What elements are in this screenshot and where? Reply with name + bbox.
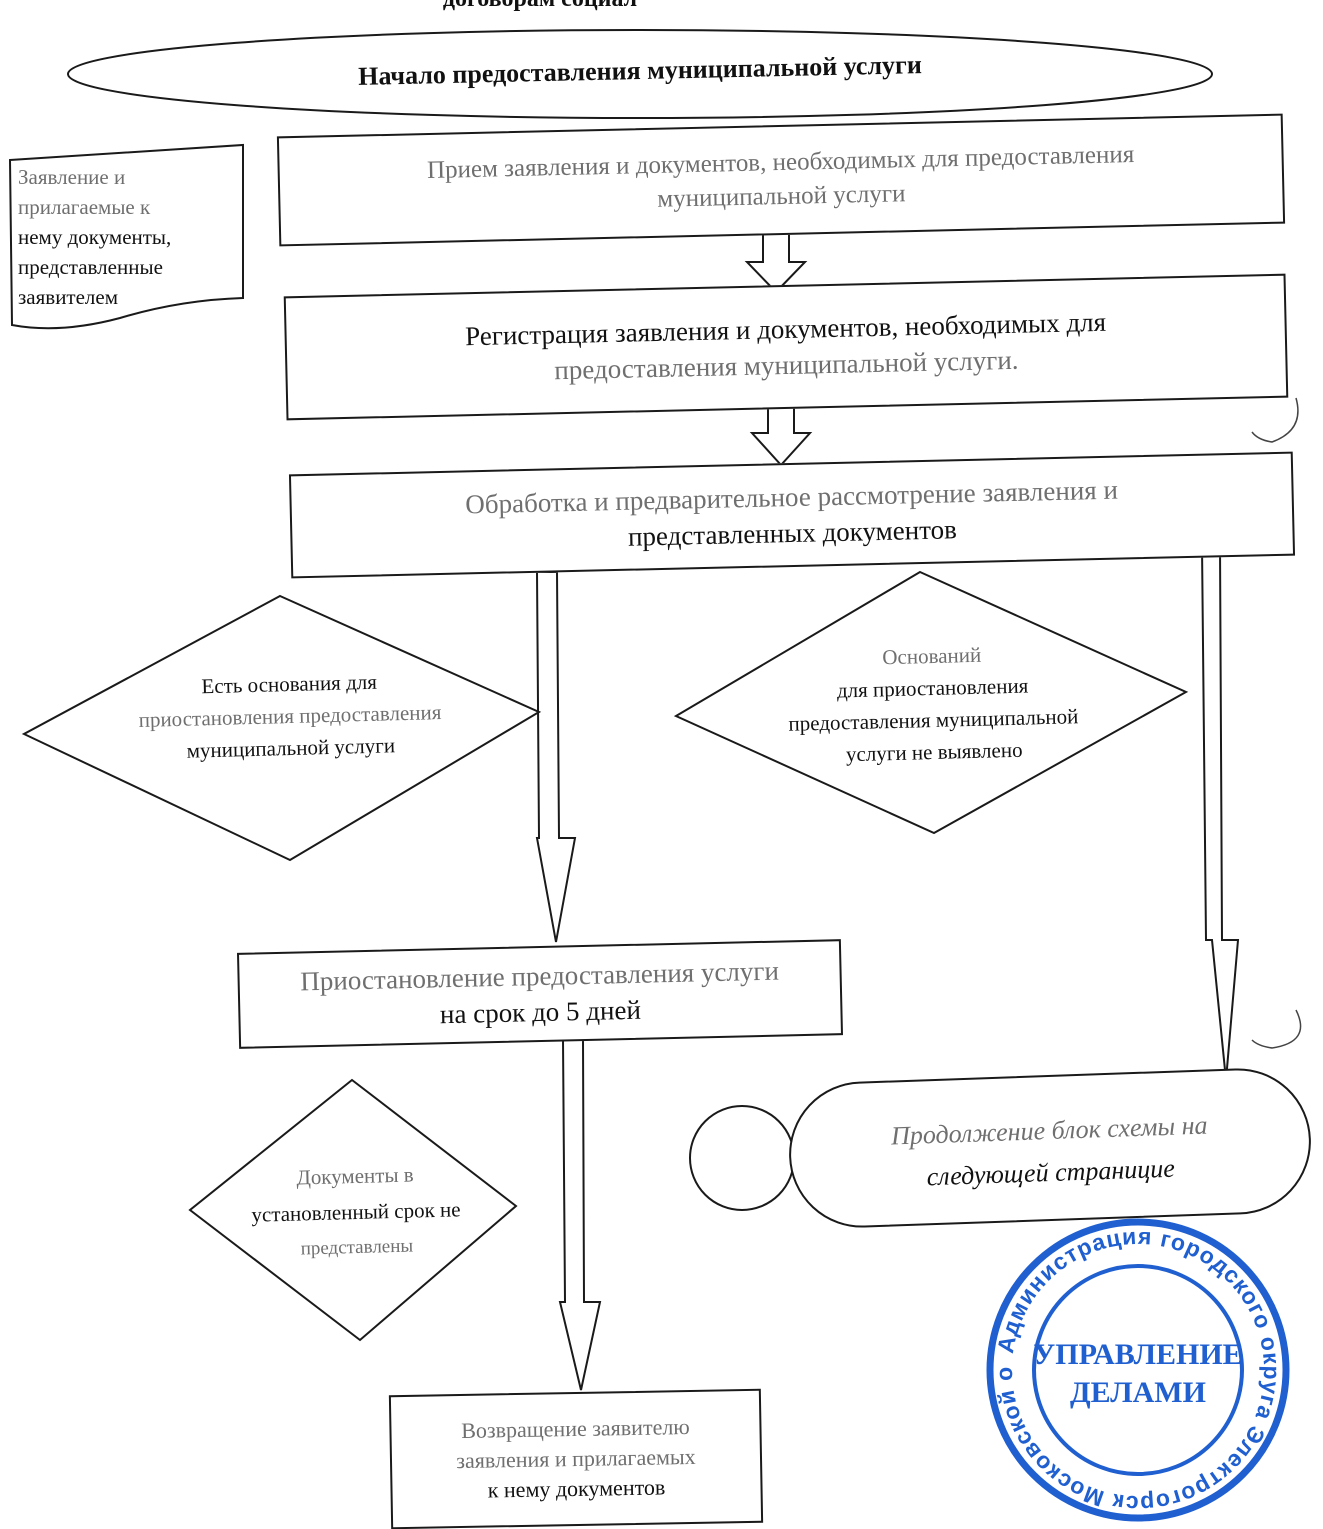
arrow-suspend-return	[558, 1039, 602, 1391]
punch-mark-2	[1251, 1009, 1302, 1049]
side-note-line-5: заявителем	[18, 285, 119, 309]
decision-no-text: Оснований для приостановления предоставл…	[726, 635, 1139, 774]
header-fragment: договорам социал	[380, 0, 700, 13]
return-box: Возвращение заявителю заявления и прилаг…	[388, 1388, 764, 1529]
decision-docs-text: Документы в установленный срок не предст…	[205, 1154, 508, 1270]
return-line-3: к нему документов	[487, 1474, 666, 1503]
step-receive-line-2: муниципальной услуги	[657, 180, 906, 213]
continue-connector-circle	[689, 1105, 795, 1211]
arrow-step3-continue	[1200, 545, 1240, 1081]
return-line-1: Возвращение заявителю	[460, 1414, 690, 1444]
decision-yes-text: Есть основания для приостановления предо…	[79, 663, 501, 770]
arrow-step2-step3	[749, 399, 813, 467]
side-note-line-1: Заявление и	[18, 165, 126, 189]
suspend-line-1: Приостановление предоставления услуги	[299, 955, 780, 996]
decision-no-diamond	[673, 570, 1189, 835]
stamp-line-1: УПРАВЛЕНИЕ	[1033, 1338, 1243, 1371]
step-receive-box: Прием заявления и документов, необходимы…	[276, 113, 1286, 247]
continue-text: Продолжение блок схемы на следующей стра…	[809, 1102, 1292, 1203]
side-note-line-4: представленные	[18, 255, 163, 279]
start-ellipse	[67, 29, 1213, 119]
decision-yes-diamond	[21, 594, 542, 862]
punch-mark-1	[1251, 397, 1299, 443]
suspend-line-2: на срок до 5 дней	[439, 994, 642, 1030]
side-note-line-2: прилагаемые к	[18, 195, 151, 219]
decision-docs-diamond	[188, 1078, 518, 1342]
arrow-step3-suspend	[535, 571, 577, 943]
side-note-shape	[8, 143, 244, 330]
side-note-text: Заявление и прилагаемые к нему документы…	[18, 162, 238, 312]
stamp-center-text: УПРАВЛЕНИЕ ДЕЛАМИ	[1030, 1336, 1246, 1412]
step-register-box: Регистрация заявления и документов, необ…	[283, 273, 1289, 421]
return-line-2: заявления и прилагаемых	[456, 1444, 696, 1474]
suspend-box: Приостановление предоставления услуги на…	[236, 939, 844, 1049]
step-review-line-2: представленных документов	[627, 514, 958, 552]
continue-terminator	[789, 1068, 1311, 1228]
stamp-line-2: ДЕЛАМИ	[1070, 1376, 1206, 1409]
arrow-step1-step2	[744, 231, 808, 294]
side-note-line-3: нему документы,	[18, 225, 172, 249]
